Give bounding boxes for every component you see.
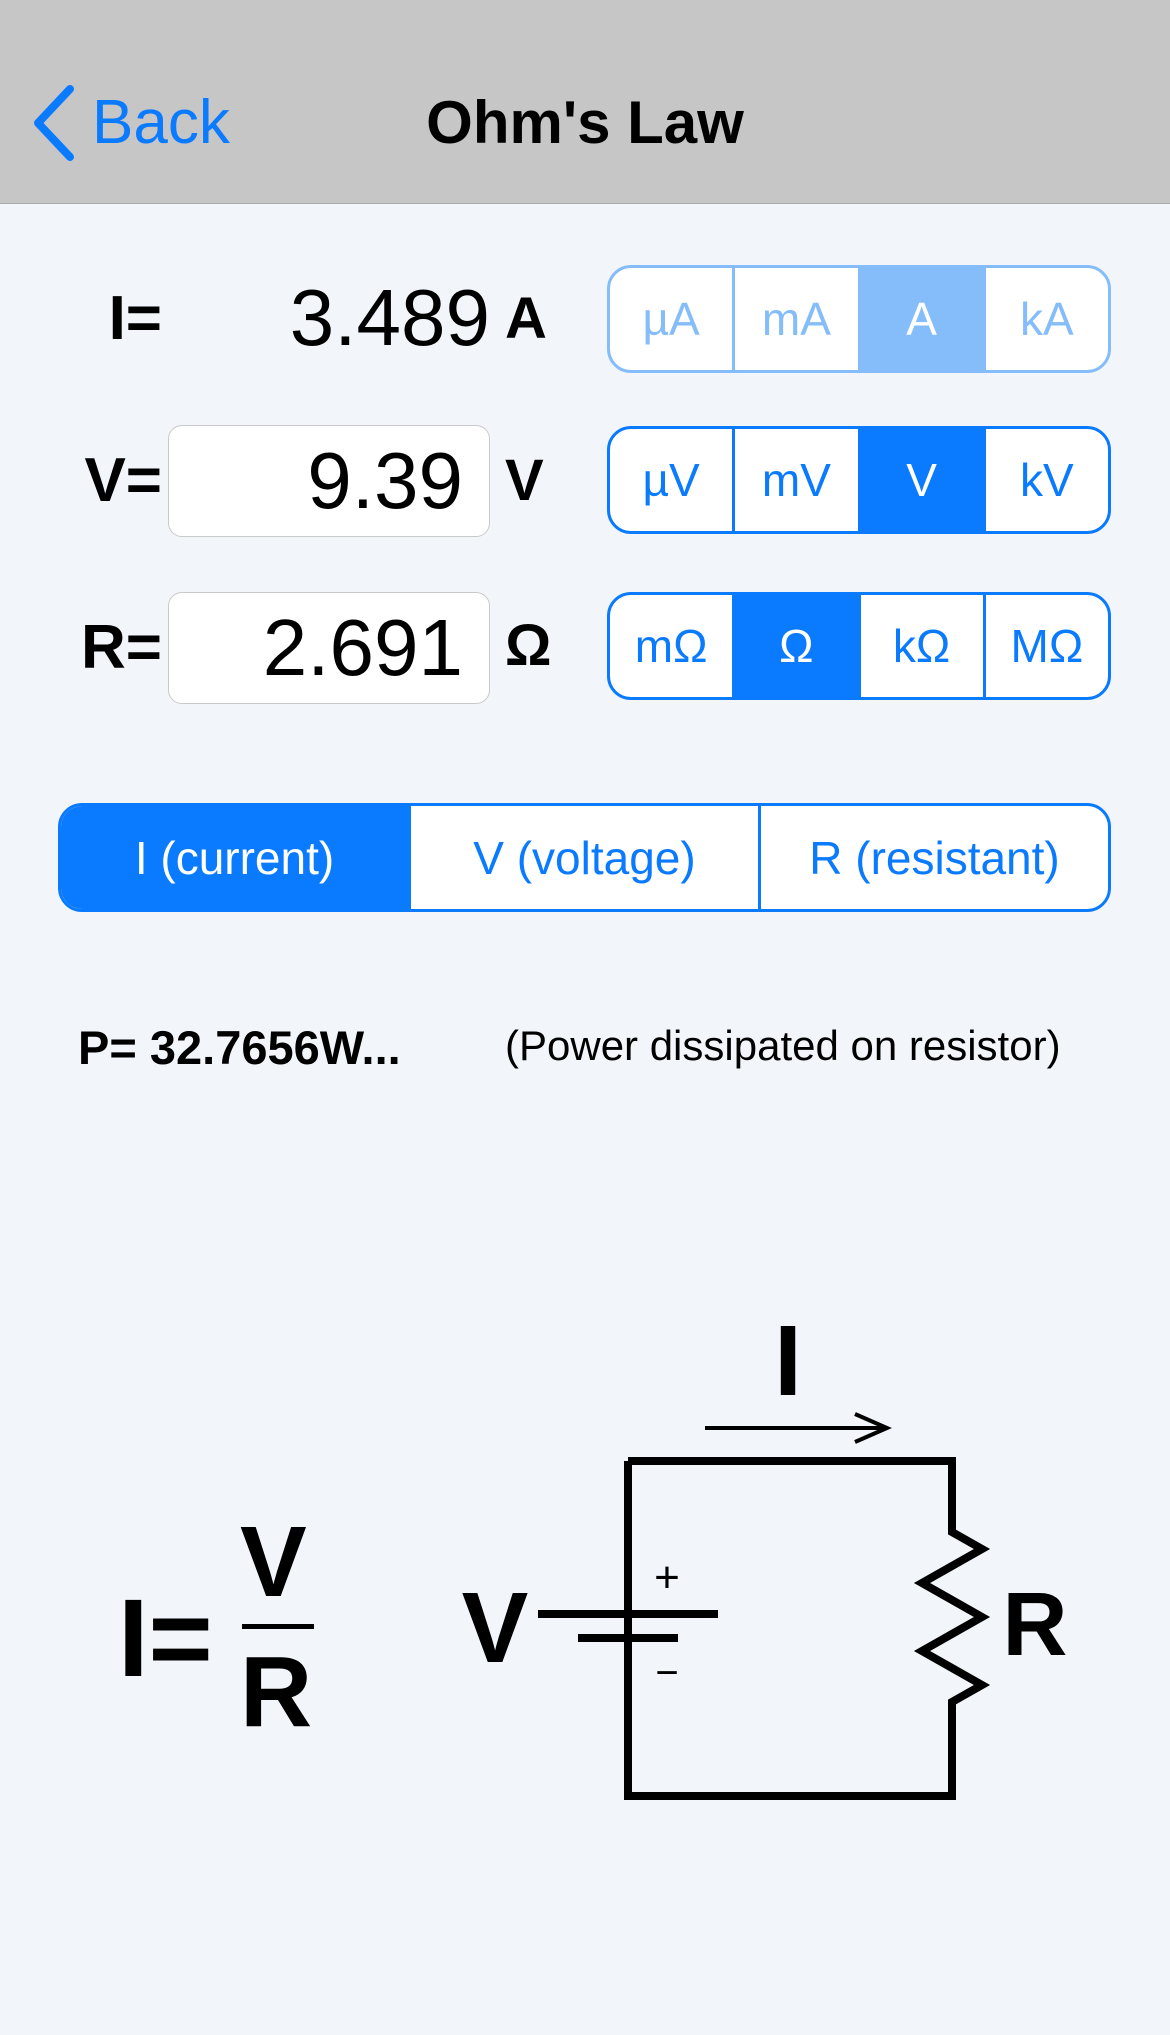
solve-for-resistance[interactable]: R (resistant): [758, 806, 1108, 909]
unit-option-volt[interactable]: V: [857, 429, 983, 531]
current-label: I=: [108, 284, 162, 353]
solve-for-current[interactable]: I (current): [61, 806, 408, 909]
unit-option-milliamp: mA: [732, 268, 857, 370]
circuit-current-label: I: [774, 1305, 802, 1417]
power-value: P= 32.7656W...: [78, 1021, 401, 1074]
unit-option-microvolt[interactable]: µV: [642, 454, 700, 506]
battery-icon: [538, 1610, 718, 1642]
solve-for-selector: I (current) V (voltage) R (resistant): [58, 803, 1111, 912]
unit-option-microamp: µA: [642, 293, 700, 345]
unit-option-megaohm[interactable]: MΩ: [982, 595, 1108, 697]
circuit-wire-and-resistor: [624, 1457, 991, 1800]
current-unit-selector: µA mA A kA: [607, 265, 1111, 373]
unit-option-amp: A: [857, 268, 983, 370]
back-label: Back: [92, 88, 230, 157]
current-unit: A: [505, 286, 547, 351]
resistance-unit-selector: mΩ Ω kΩ MΩ: [607, 592, 1111, 700]
solve-for-voltage[interactable]: V (voltage): [408, 806, 758, 909]
formula-fraction-bar: [242, 1624, 314, 1629]
unit-option-kiloohm[interactable]: kΩ: [857, 595, 983, 697]
unit-option-millivolt[interactable]: mV: [732, 429, 857, 531]
unit-option-milliohm[interactable]: mΩ: [634, 620, 708, 672]
unit-option-kiloamp: kA: [982, 268, 1108, 370]
resistance-input[interactable]: 2.691: [168, 592, 490, 704]
resistance-input-value: 2.691: [262, 603, 463, 692]
resistance-unit: Ω: [505, 613, 552, 678]
unit-option-ohm[interactable]: Ω: [732, 595, 858, 697]
circuit-resistor-label: R: [1003, 1575, 1068, 1675]
formula-numerator: V: [240, 1506, 307, 1618]
back-button[interactable]: Back: [30, 80, 230, 165]
voltage-input-value: 9.39: [307, 436, 463, 525]
formula-denominator: R: [240, 1636, 313, 1748]
circuit-diagram: I + − V R: [462, 1305, 1068, 1800]
power-note: (Power dissipated on resistor): [505, 1022, 1061, 1069]
current-value: 3.489: [289, 273, 490, 362]
voltage-label: V=: [84, 446, 162, 515]
navigation-bar: Back Ohm's Law: [0, 0, 1170, 204]
current-arrow-icon: [705, 1412, 892, 1444]
page-title: Ohm's Law: [426, 89, 744, 156]
unit-option-kilovolt[interactable]: kV: [982, 429, 1108, 531]
voltage-input[interactable]: 9.39: [168, 425, 490, 537]
chevron-left-icon: [34, 84, 74, 161]
battery-minus-label: −: [655, 1651, 678, 1695]
formula-lhs: I=: [118, 1577, 213, 1700]
circuit-voltage-label: V: [462, 1572, 529, 1684]
battery-plus-label: +: [654, 1553, 680, 1602]
resistance-label: R=: [81, 613, 162, 682]
voltage-unit-selector: µV mV V kV: [607, 426, 1111, 534]
voltage-unit: V: [505, 448, 544, 513]
